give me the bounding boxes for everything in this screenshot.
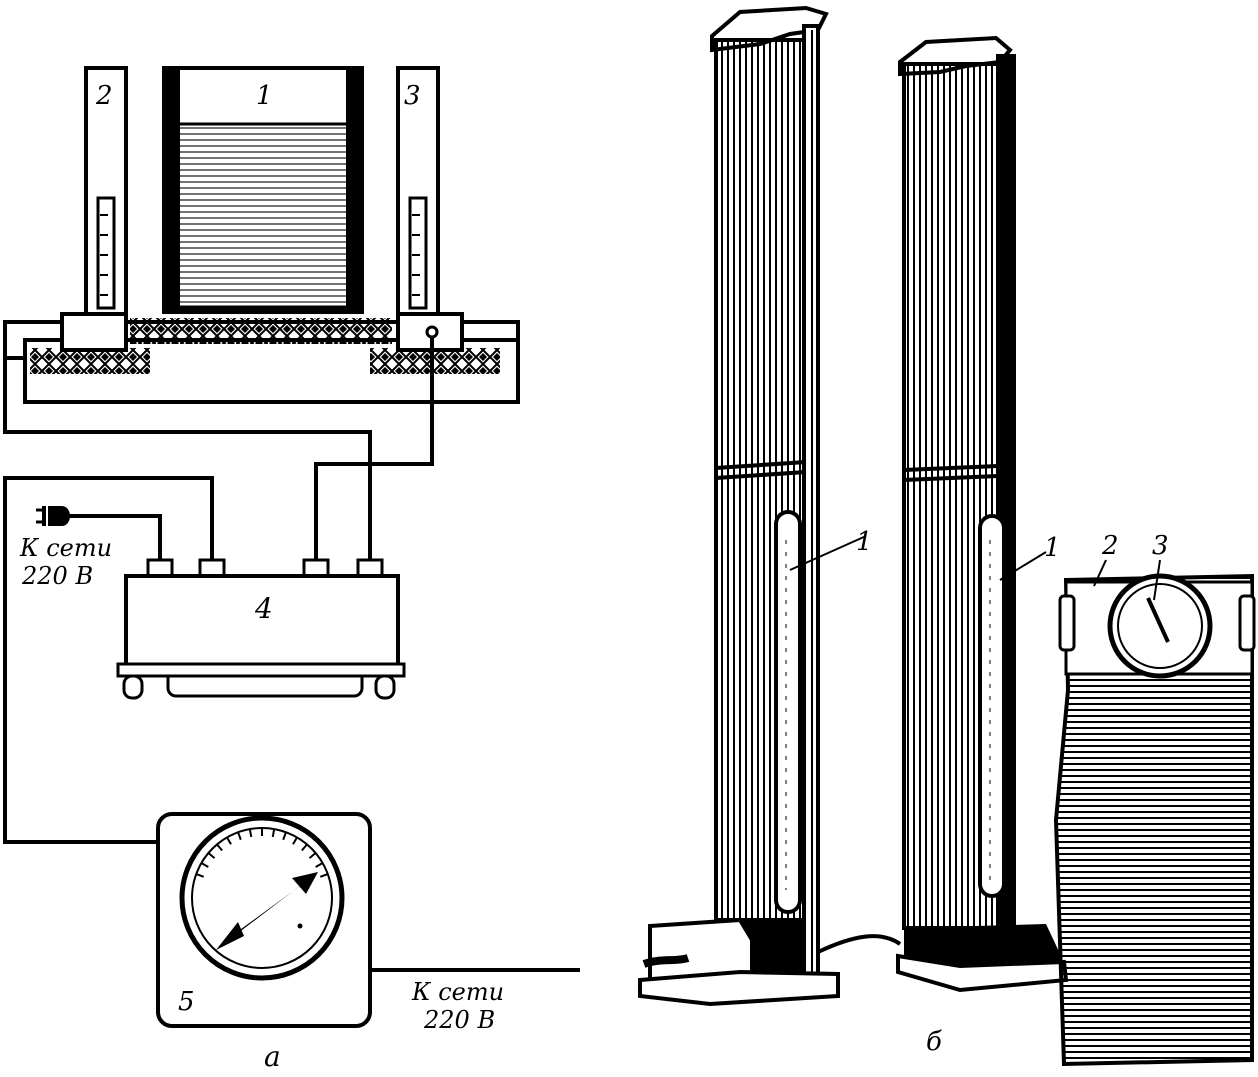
meter-tick <box>301 843 308 852</box>
plug-icon <box>36 506 70 526</box>
meter-tick <box>207 852 216 859</box>
column-left-label: 1 <box>856 527 873 557</box>
thermometer-right-label: 3 <box>404 81 421 111</box>
meter-tick <box>292 836 298 845</box>
column-right-label: 1 <box>1044 533 1061 563</box>
thermometer-right <box>396 66 464 352</box>
meter-mains-line1: К сети <box>411 978 504 1006</box>
liquid-container <box>162 66 364 314</box>
meter-tick <box>248 828 253 838</box>
dial-label: 3 <box>1152 531 1169 561</box>
meter-tick <box>308 852 317 859</box>
meter-tick <box>216 843 223 852</box>
thermometer-left-label: 2 <box>95 81 113 111</box>
meter-tick <box>237 831 242 841</box>
transformer-label: 4 <box>254 592 273 625</box>
transformer <box>116 558 406 700</box>
column-right <box>896 35 1069 993</box>
part-a-label: а <box>264 1040 281 1073</box>
meter-needle <box>216 872 318 950</box>
thermometer-left <box>60 66 128 352</box>
meter-mains-line2: 220 В <box>423 1006 495 1034</box>
meter-tick <box>226 836 232 845</box>
meter-tick <box>315 862 324 868</box>
schematic-diagram: 1 2 3 <box>3 66 580 1034</box>
meter-device <box>156 812 372 1028</box>
meter-tick <box>319 873 329 878</box>
meter-tick <box>195 873 205 878</box>
meter-scale <box>195 828 329 878</box>
mains-label-line1: К сети <box>19 534 112 562</box>
mains-label-line2: 220 В <box>21 562 93 590</box>
control-box-label: 2 <box>1101 531 1119 561</box>
meter-tick <box>282 831 287 841</box>
container-label: 1 <box>256 81 273 111</box>
part-b-label: б <box>926 1027 942 1057</box>
cable <box>817 934 902 954</box>
column-left <box>638 5 867 1007</box>
meter-label: 5 <box>178 987 195 1017</box>
meter-tick <box>200 862 209 868</box>
wiring <box>3 336 580 972</box>
apparatus-illustration: 1 1 2 3 <box>638 5 1256 1067</box>
meter-tick <box>271 828 276 838</box>
control-box <box>1053 559 1256 1067</box>
